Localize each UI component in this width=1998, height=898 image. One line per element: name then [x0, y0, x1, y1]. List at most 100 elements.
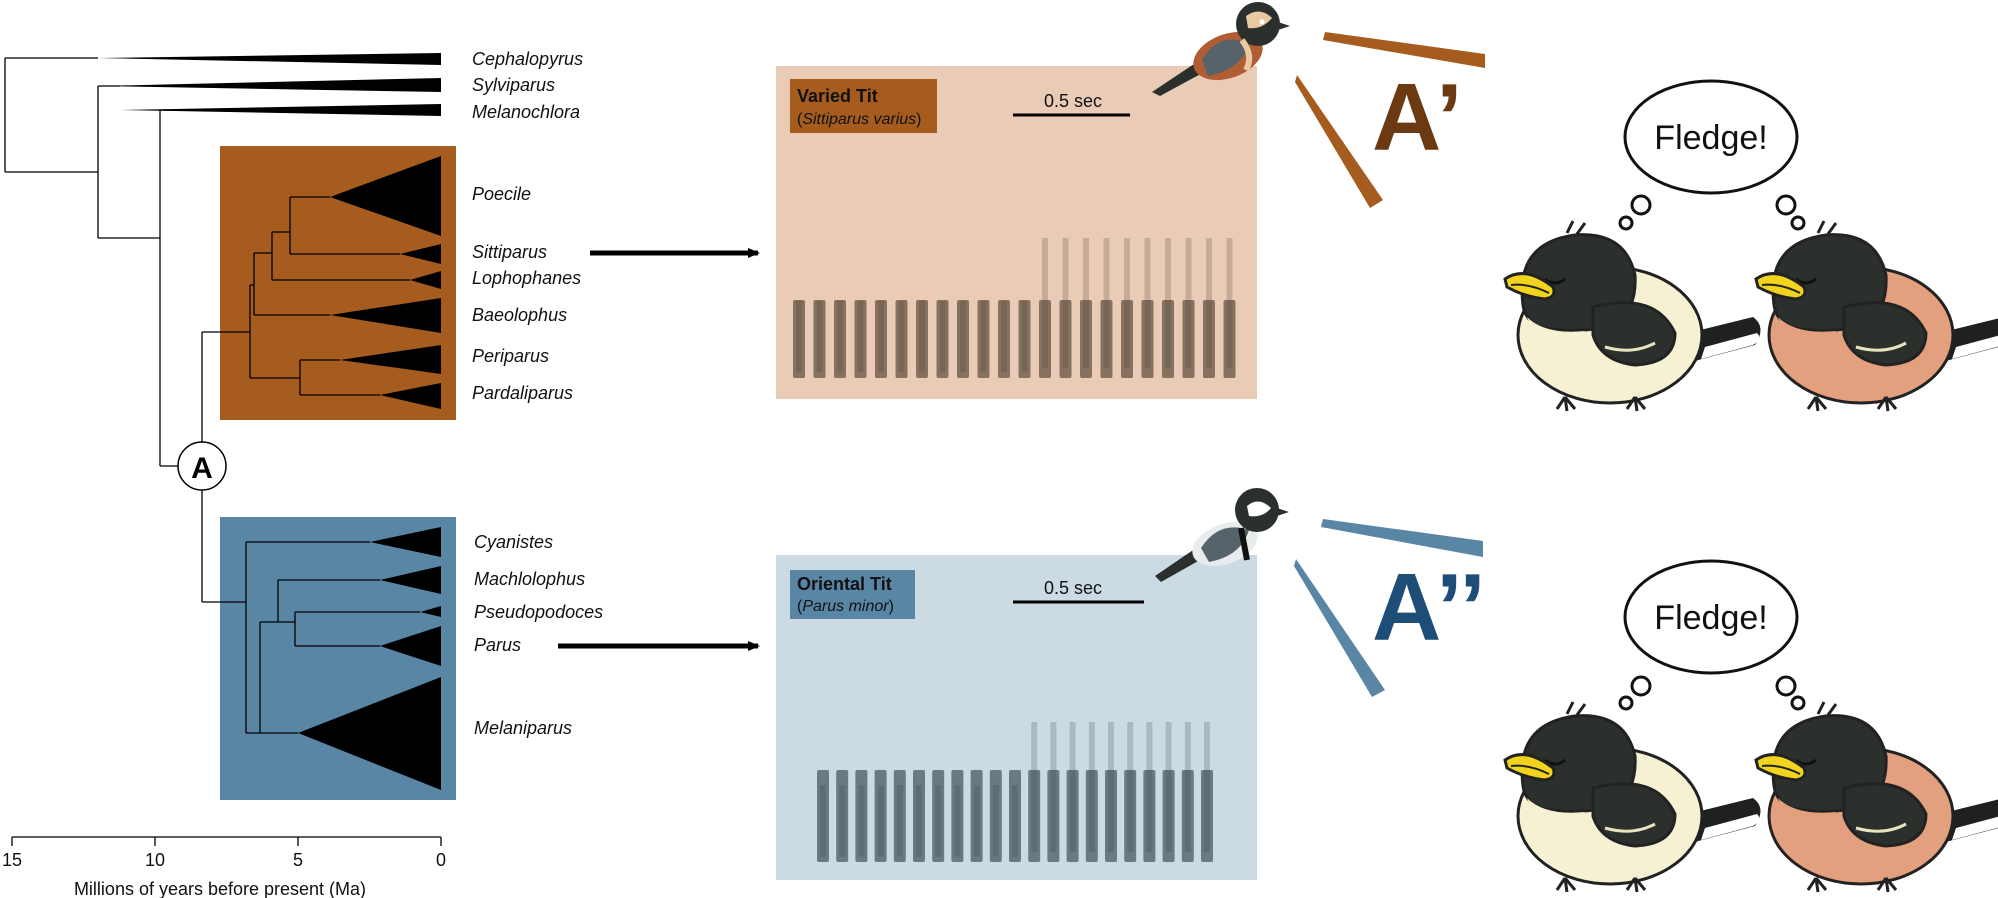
clade-parus [380, 626, 441, 666]
genus-label: Parus [474, 635, 521, 655]
syllable [1059, 300, 1072, 378]
genus-label: Melaniparus [474, 718, 572, 738]
syllable [893, 770, 906, 862]
time-scale-label: 0.5 sec [1044, 91, 1102, 111]
phylogeny: A Cephalopyrus Sylviparus Melanochlora P… [2, 49, 603, 898]
species-scientific-name: (Parus minor) [797, 598, 894, 615]
syllable [1018, 300, 1031, 378]
axis-tick-label: 15 [2, 850, 22, 870]
axis-tick-label: 0 [436, 850, 446, 870]
syllable [1028, 770, 1041, 862]
syllable [1201, 770, 1213, 862]
fledgling-chick-icon [1754, 700, 1998, 894]
spectrogram-syllables [817, 722, 1213, 862]
clade-poecile [330, 156, 441, 236]
syllable [1162, 300, 1174, 378]
genus-label: Baeolophus [472, 305, 567, 325]
clade-cyanistes [370, 527, 441, 557]
syllable [854, 300, 867, 378]
call-type-label: A’’ [1372, 554, 1486, 661]
syllable [916, 300, 928, 378]
spectrogram-varied-tit: Varied Tit (Sittiparus varius) 0.5 sec [776, 66, 1257, 399]
clade-cephalopyrus [98, 53, 441, 65]
clade-pardaliparus [380, 383, 441, 409]
species-common-name: Oriental Tit [797, 574, 892, 594]
fledgling-chick-icon [1754, 219, 1998, 413]
syllable [1182, 300, 1195, 378]
fledgling-chick-icon [1503, 219, 1763, 413]
genus-label: Melanochlora [472, 102, 580, 122]
syllable [875, 300, 887, 378]
syllable [936, 300, 949, 378]
syllable [970, 770, 983, 862]
syllable [977, 300, 990, 378]
syllable [895, 300, 908, 378]
species-scientific-name: (Sittiparus varius) [797, 111, 921, 128]
syllable [1124, 770, 1137, 862]
axis-tick-label: 5 [293, 850, 303, 870]
clade-sylviparus [98, 78, 441, 92]
arrow-icon [558, 248, 760, 651]
time-scale-label: 0.5 sec [1044, 578, 1102, 598]
thought-bubble-icon: Fledge! [1618, 79, 1806, 231]
species-label-box [790, 79, 937, 133]
bubble-text: Fledge! [1654, 119, 1767, 157]
syllable [989, 770, 1002, 862]
clade-pseudopodoces [420, 606, 441, 617]
axis-tick-label: 10 [145, 850, 165, 870]
time-axis: 15 10 5 0 Millions of years before prese… [2, 836, 446, 898]
node-a-label: A [191, 452, 213, 485]
genus-label: Pardaliparus [472, 383, 573, 403]
syllable [834, 300, 846, 378]
syllable [793, 300, 805, 378]
clade-melaniparus [298, 677, 441, 790]
call-wedge-top: A’ [1295, 32, 1485, 208]
syllable [998, 300, 1010, 378]
species-common-name: Varied Tit [797, 86, 878, 106]
syllable [813, 300, 826, 378]
genus-label: Periparus [472, 346, 549, 366]
syllable [1100, 300, 1113, 378]
clade-sittiparus [400, 244, 441, 264]
oriental-tit-icon [1155, 488, 1289, 582]
syllable [1223, 300, 1236, 378]
syllable [1105, 770, 1117, 862]
syllable [1085, 770, 1098, 862]
syllable [1066, 770, 1079, 862]
syllable [855, 770, 868, 862]
genus-label: Sylviparus [472, 75, 555, 95]
syllable [1203, 300, 1215, 378]
syllable [1121, 300, 1133, 378]
node-a-marker: A [177, 441, 227, 491]
spectrogram-syllables [793, 238, 1236, 378]
syllable [932, 770, 945, 862]
genus-label: Cephalopyrus [472, 49, 583, 69]
syllable [874, 770, 887, 862]
thought-bubble-icon: Fledge! [1618, 559, 1806, 711]
genus-label: Pseudopodoces [474, 602, 603, 622]
clade-machlolophus [380, 566, 441, 594]
syllable [1080, 300, 1092, 378]
axis-title: Millions of years before present (Ma) [74, 879, 366, 898]
genus-label: Poecile [472, 184, 531, 204]
genus-label: Cyanistes [474, 532, 553, 552]
syllable [951, 770, 964, 862]
spectrogram-oriental-tit: Oriental Tit (Parus minor) 0.5 sec [776, 555, 1257, 880]
genus-label: Lophophanes [472, 268, 581, 288]
call-type-label: A’ [1372, 64, 1463, 171]
clade-triangles [98, 53, 441, 790]
bubble-text: Fledge! [1654, 599, 1767, 637]
syllable [1162, 770, 1175, 862]
clade-lophophanes [410, 271, 441, 289]
clade-melanochlora [120, 104, 441, 116]
syllable [1047, 770, 1060, 862]
syllable [1009, 770, 1021, 862]
clade-baeolophus [330, 298, 441, 333]
syllable [913, 770, 925, 862]
syllable [817, 770, 829, 862]
varied-tit-icon [1152, 2, 1290, 96]
call-wedge-bottom: A’’ [1294, 519, 1486, 697]
fledgling-chick-icon [1503, 700, 1763, 894]
species-label-box [790, 570, 915, 619]
genus-label: Sittiparus [472, 242, 547, 262]
